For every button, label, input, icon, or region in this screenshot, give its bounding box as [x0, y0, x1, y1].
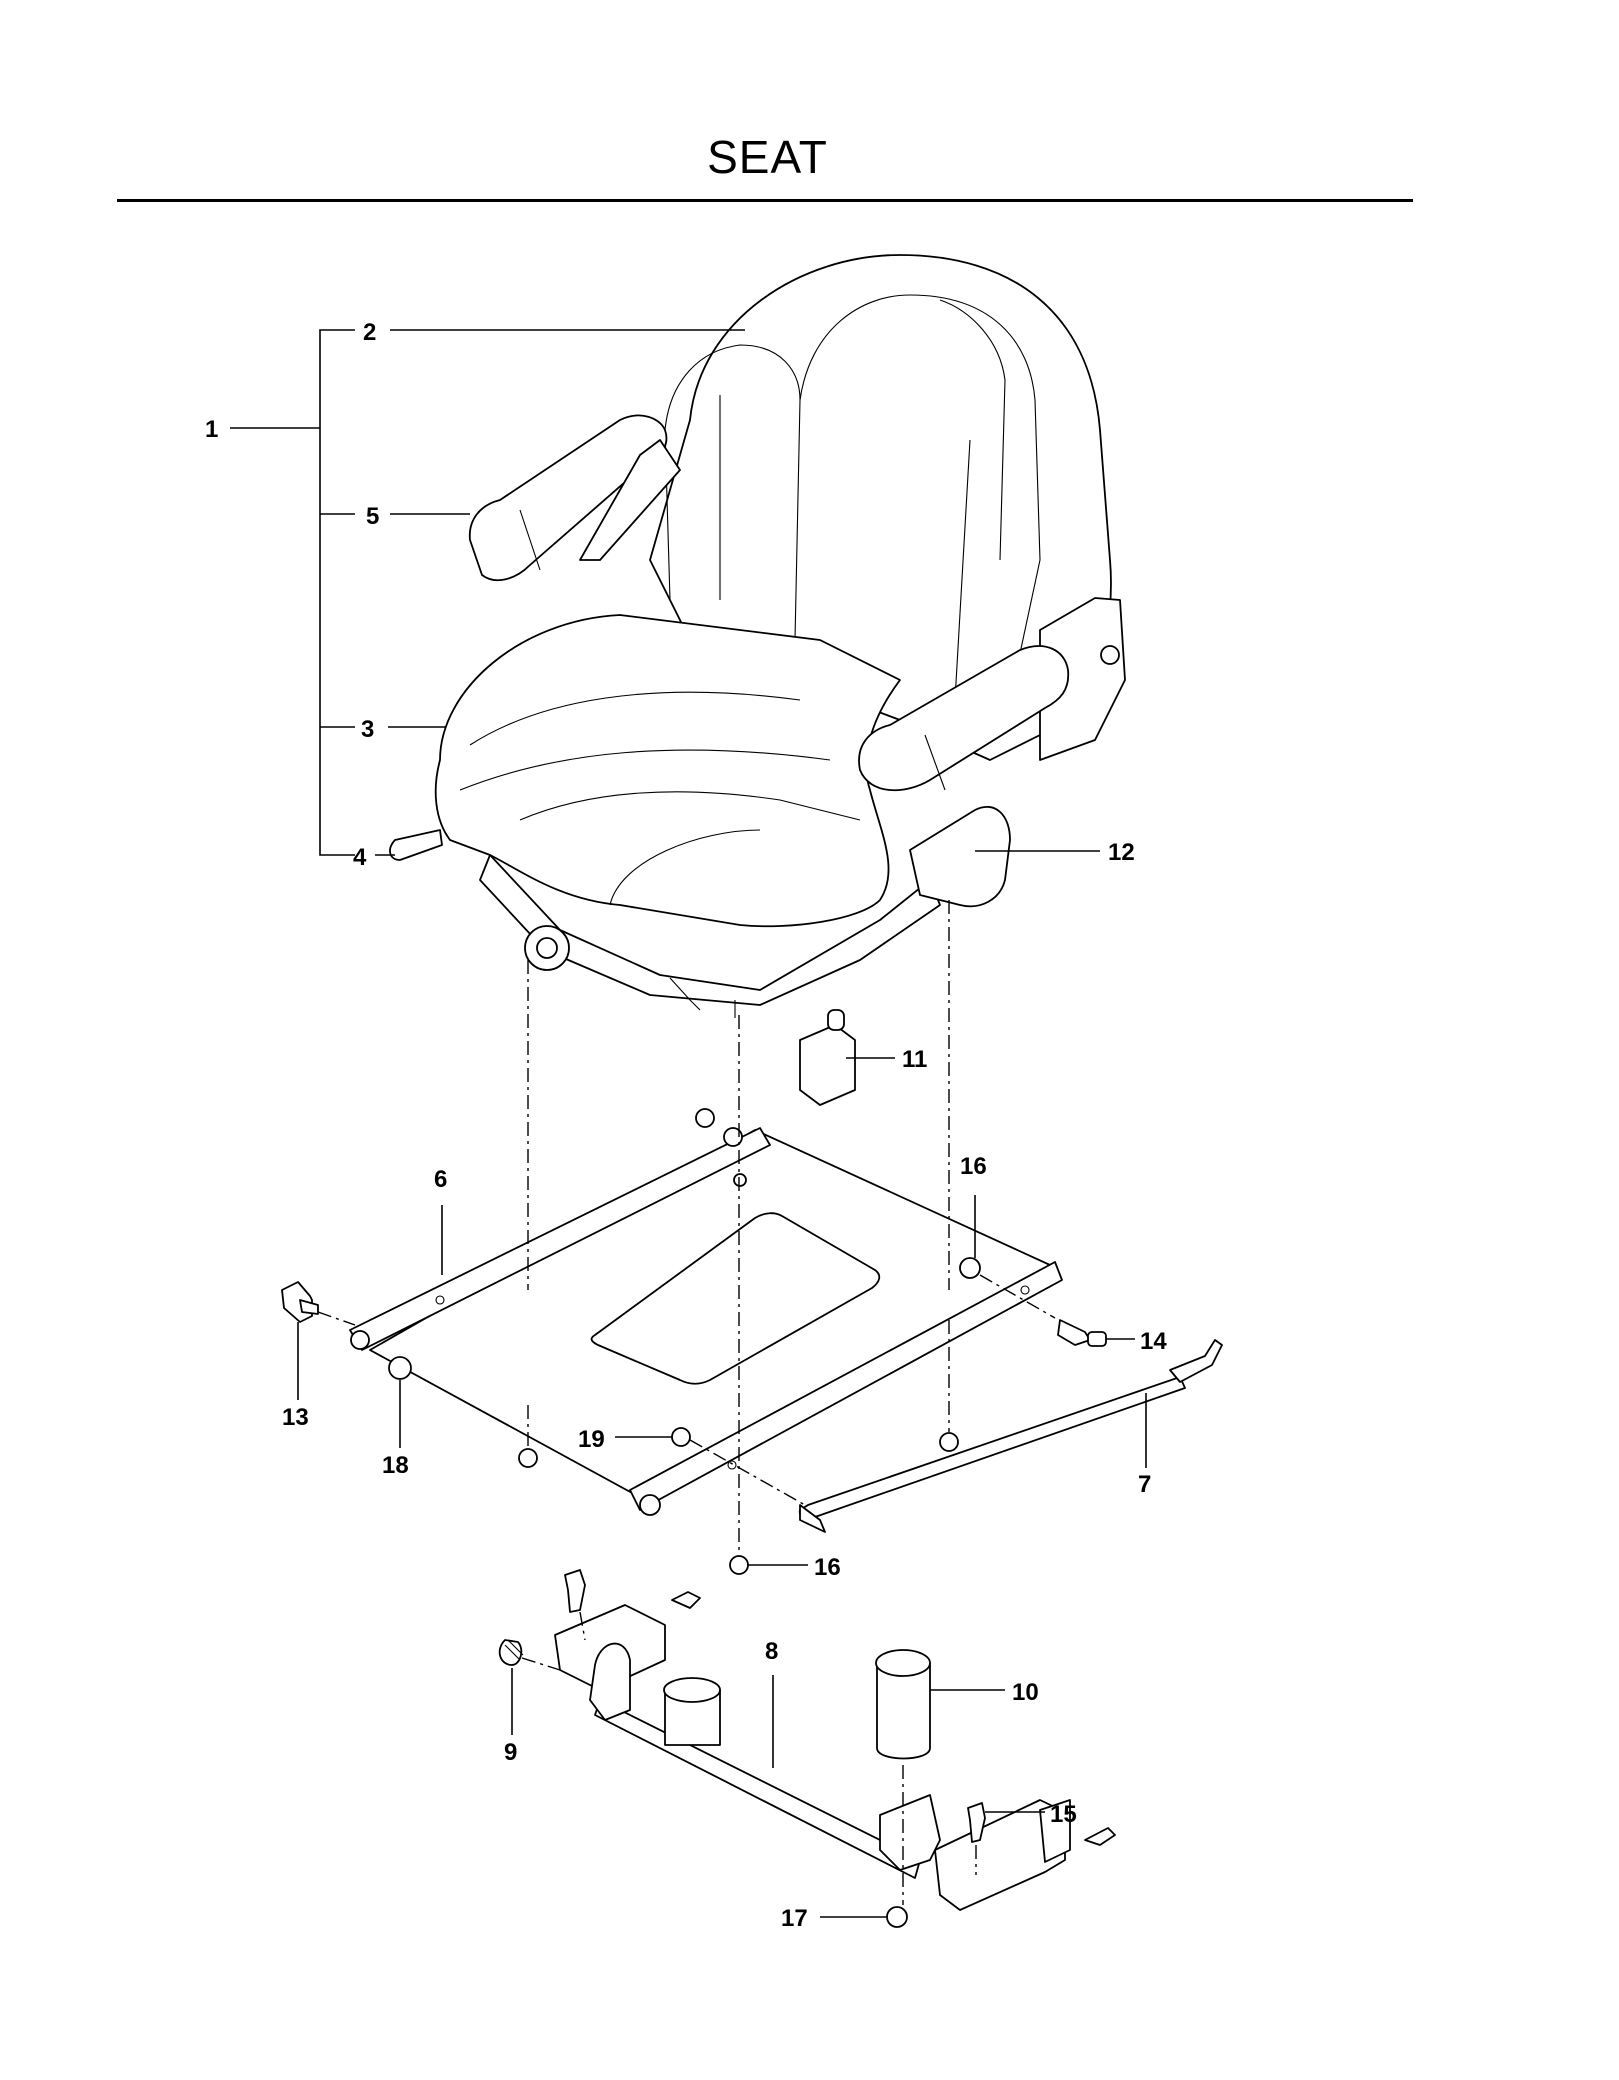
- seat-switch: [799, 1009, 856, 1106]
- title-divider: [117, 199, 1413, 202]
- washer-19: [671, 1427, 691, 1447]
- page-title: SEAT: [707, 131, 828, 183]
- callout-19: 19: [578, 1426, 605, 1453]
- adjust-rod: [798, 1376, 1186, 1521]
- spring-9: [498, 1639, 523, 1666]
- callout-18: 18: [382, 1452, 409, 1479]
- callout-10: 10: [1012, 1679, 1039, 1706]
- callout-13: 13: [282, 1404, 309, 1431]
- seat-switch-housing: [909, 805, 1011, 908]
- callouts: 1 2 3 4 5 6 7 8 9 10 11 12 13 14 15 16 1…: [205, 319, 1167, 1932]
- slide-lever: [389, 829, 443, 861]
- callout-7: 7: [1138, 1471, 1151, 1498]
- callout-17: 17: [781, 1905, 808, 1932]
- callout-3: 3: [361, 716, 374, 743]
- nut-17: [886, 1906, 908, 1928]
- callout-9: 9: [504, 1739, 517, 1766]
- callout-8: 8: [765, 1638, 778, 1665]
- callout-1: 1: [205, 416, 218, 443]
- alignment-lines: [317, 900, 1056, 1905]
- bolt-15: [967, 1802, 986, 1843]
- callout-15: 15: [1050, 1801, 1077, 1828]
- armrest-left: [468, 414, 668, 582]
- pivot-shaft: [594, 1699, 921, 1879]
- nut-18: [388, 1356, 412, 1380]
- rail-right: [629, 1261, 1063, 1511]
- seat-cushion: [434, 614, 901, 928]
- callout-12: 12: [1108, 839, 1135, 866]
- callout-16-upper: 16: [960, 1153, 987, 1180]
- seat-pivot-assembly: [498, 1569, 1116, 1928]
- seat-assembly: [389, 254, 1126, 1018]
- leader-lines: [230, 329, 1147, 1918]
- armrest-right: [858, 645, 1070, 792]
- callout-16-lower: 16: [814, 1554, 841, 1581]
- seat-pan-assembly: [281, 1108, 1223, 1575]
- callout-2: 2: [363, 319, 376, 346]
- bumper-10: [876, 1662, 931, 1760]
- bolt-14: [1057, 1319, 1091, 1346]
- callout-6: 6: [434, 1166, 447, 1193]
- callout-11: 11: [902, 1046, 927, 1073]
- nut-16-lower: [729, 1555, 749, 1575]
- callout-4: 4: [353, 844, 367, 871]
- callout-14: 14: [1140, 1328, 1167, 1355]
- callout-5: 5: [366, 503, 379, 530]
